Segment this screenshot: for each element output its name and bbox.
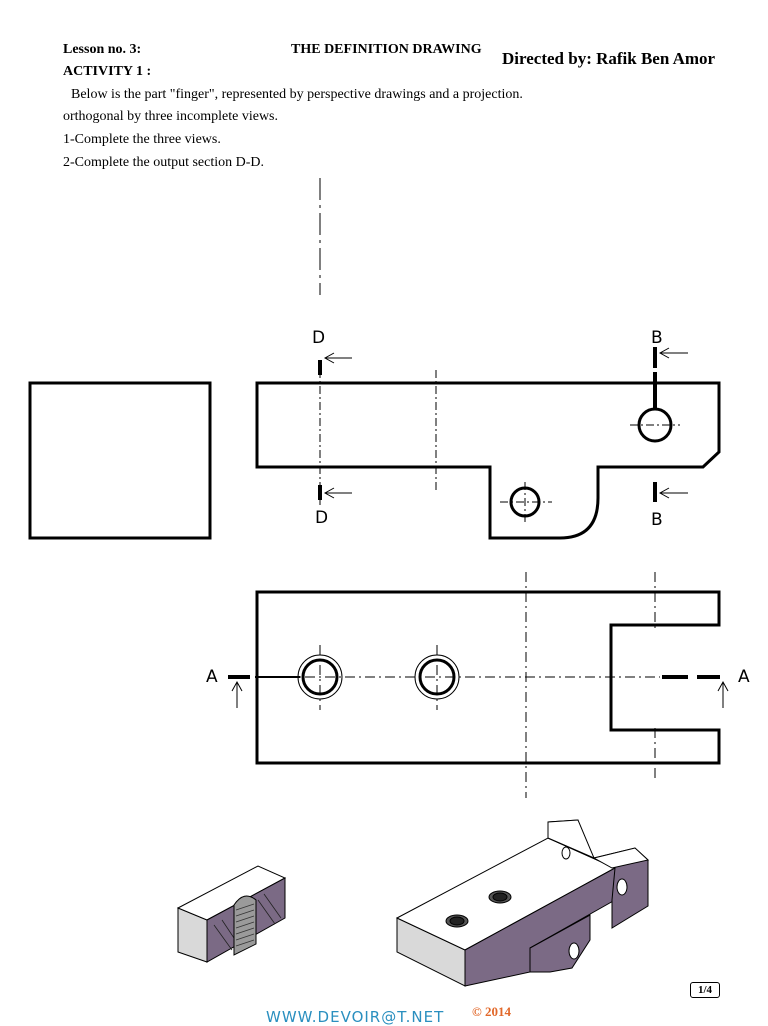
hole-b — [637, 407, 673, 443]
perspective-finger-part — [395, 819, 650, 987]
finger-side-hole-1 — [568, 942, 580, 960]
finger-side-hole-3 — [561, 846, 571, 860]
instruction-line-4: 2-Complete the output section D-D. — [63, 155, 265, 170]
activity-heading: ACTIVITY 1 : — [63, 64, 152, 79]
section-label-a-right: A — [738, 667, 750, 687]
instruction-line-2: orthogonal by three incomplete views. — [63, 109, 278, 124]
finger-side-hole-2 — [616, 878, 628, 896]
top-view — [228, 572, 729, 798]
footer-site: WWW.DEVOIR@T.NET — [266, 1008, 445, 1026]
section-label-d-top: D — [312, 328, 325, 348]
instruction-line-3: 1-Complete the three views. — [63, 132, 221, 147]
front-view — [255, 347, 721, 540]
section-label-d-bottom: D — [315, 508, 328, 528]
section-label-a-left: A — [206, 667, 218, 687]
director-name: Directed by: Rafik Ben Amor — [502, 49, 716, 68]
section-label-b-top: B — [651, 328, 663, 348]
section-label-b-bottom: B — [651, 510, 663, 530]
left-view — [28, 381, 212, 540]
instruction-line-1: Below is the part "finger", represented … — [71, 87, 523, 102]
page-number: 1/4 — [690, 982, 720, 998]
footer-copyright: © 2014 — [472, 1004, 511, 1019]
document-title: THE DEFINITION DRAWING — [291, 42, 482, 57]
perspective-section-block — [176, 865, 287, 963]
lesson-number: Lesson no. 3: — [63, 42, 142, 57]
